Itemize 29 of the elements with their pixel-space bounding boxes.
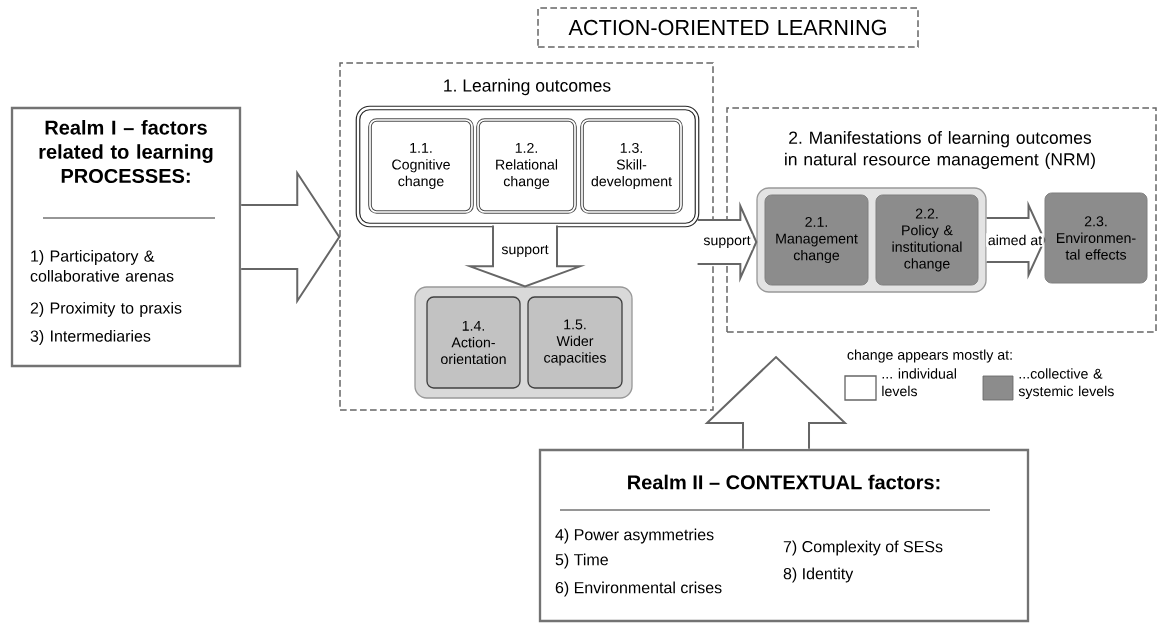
list-item: 8) Identity [783,567,854,583]
list-item: 1) Participatory & collaborative arenas [30,250,174,282]
list-item: 7) Complexity of SESs [783,540,943,556]
list-item: 6) Environmental crises [555,581,722,597]
frame-heading: 1. Learning outcomes [444,78,611,96]
outcome-box: 2.3. Environmen- tal effects [1044,192,1148,284]
edge-label: aimed at [986,233,1044,247]
outcome-box: 1.5. Wider capacities [527,296,623,389]
list-item: 4) Power asymmetries [555,528,714,544]
legend-text: ... individual levels [882,368,956,397]
title-box: ACTION-ORIENTED LEARNING [537,7,919,48]
edge-label: support [701,234,753,250]
outcome-box: 1.1. Cognitive change [368,118,474,214]
panel-heading: Realm I – factors related to learning PROCESSES: [39,120,213,183]
block-arrow [240,169,341,305]
list-item: 5) Time [555,553,608,569]
note: change appears mostly at: [847,349,1012,363]
outcome-box: 2.2. Policy & institutional change [875,194,979,286]
legend-text: ...collective & systemic levels [1018,368,1114,400]
list-item: 2) Proximity to praxis [30,302,182,317]
outcome-box: 1.2. Relational change [476,118,577,214]
panel-heading: Realm II – CONTEXTUAL factors: [628,474,940,490]
edge-label: support [499,243,551,259]
outcome-box: 1.3. Skill-development [580,118,683,214]
outcome-box: 1.4. Action-orientation [426,296,521,389]
frame-heading: 2. Manifestations of learning outcomes in natural resource management (NRM) [785,131,1095,169]
list-item: 3) Intermediaries [30,330,151,345]
outcome-box: 2.1. Management change [764,194,869,286]
block-arrow [704,355,848,450]
